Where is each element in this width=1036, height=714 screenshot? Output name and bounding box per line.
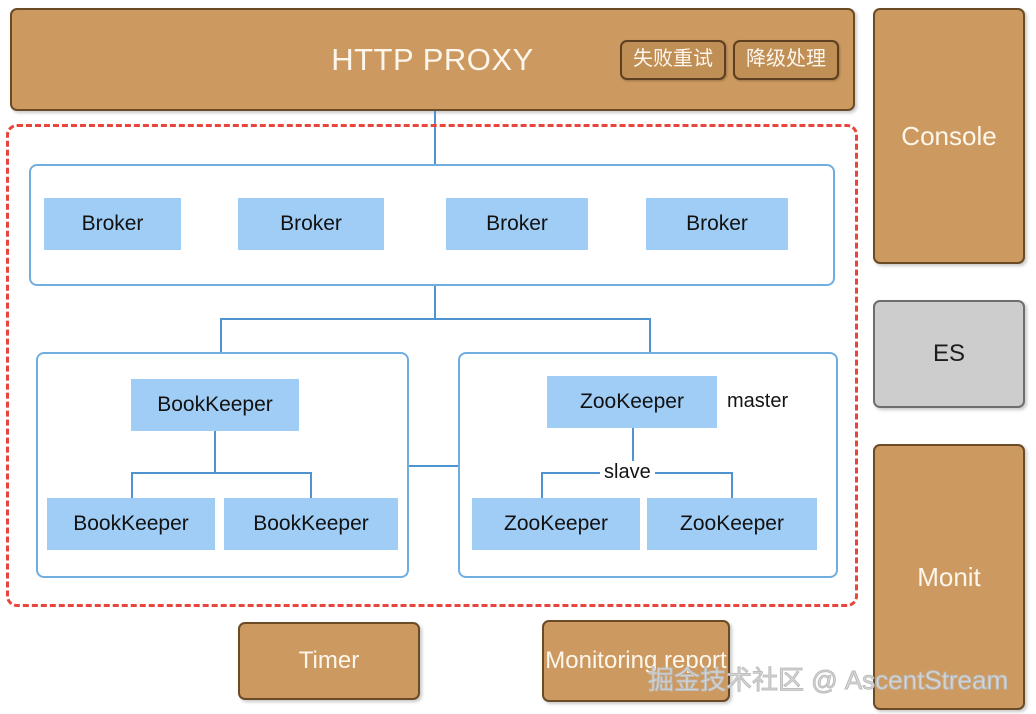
cluster-boundary [6,124,858,607]
zookeeper-slave-node[interactable]: ZooKeeper [472,498,640,550]
connector-bookkeeper-bus [131,472,311,474]
timer-card[interactable]: Timer [238,622,420,700]
zookeeper-slave-node[interactable]: ZooKeeper [647,498,817,550]
badge-failure-retry[interactable]: 失败重试 [620,39,726,80]
monitoring-report-card[interactable]: Monitoring report [542,620,730,702]
http-proxy-title: HTTP PROXY [331,41,534,77]
connector-bookkeeper-zookeeper-link [408,465,459,467]
sidebar-item-monit[interactable]: Monit [873,444,1025,710]
bookkeeper-slave-node[interactable]: BookKeeper [224,498,398,550]
bookkeeper-slave-node[interactable]: BookKeeper [47,498,215,550]
broker-node[interactable]: Broker [238,198,384,250]
badge-degradation-handling[interactable]: 降级处理 [733,39,839,80]
bookkeeper-master-node[interactable]: BookKeeper [131,379,299,431]
http-proxy-badge-group: 失败重试 降级处理 [620,39,839,80]
connector-to-bookkeeper-container [220,318,222,353]
sidebar-item-es[interactable]: ES [873,300,1025,408]
connector-bookkeeper-slave-1 [310,472,312,499]
zookeeper-master-node[interactable]: ZooKeeper [547,376,717,428]
connector-brokers-bus [220,318,650,320]
broker-node[interactable]: Broker [646,198,788,250]
connector-zookeeper-slave-0 [541,472,543,499]
connector-proxy-to-brokers [434,111,436,165]
zookeeper-slave-role-label: slave [600,461,655,484]
connector-zookeeper-slave-1 [731,472,733,499]
connector-to-zookeeper-container [649,318,651,353]
zookeeper-master-role-label: master [727,390,789,412]
http-proxy-card[interactable]: HTTP PROXY 失败重试 降级处理 [10,8,855,111]
connector-brokers-trunk [434,286,436,319]
connector-zookeeper-trunk [632,428,634,473]
broker-node[interactable]: Broker [44,198,181,250]
connector-bookkeeper-trunk [214,431,216,473]
broker-node[interactable]: Broker [446,198,588,250]
connector-bookkeeper-slave-0 [131,472,133,499]
sidebar-item-console[interactable]: Console [873,8,1025,264]
